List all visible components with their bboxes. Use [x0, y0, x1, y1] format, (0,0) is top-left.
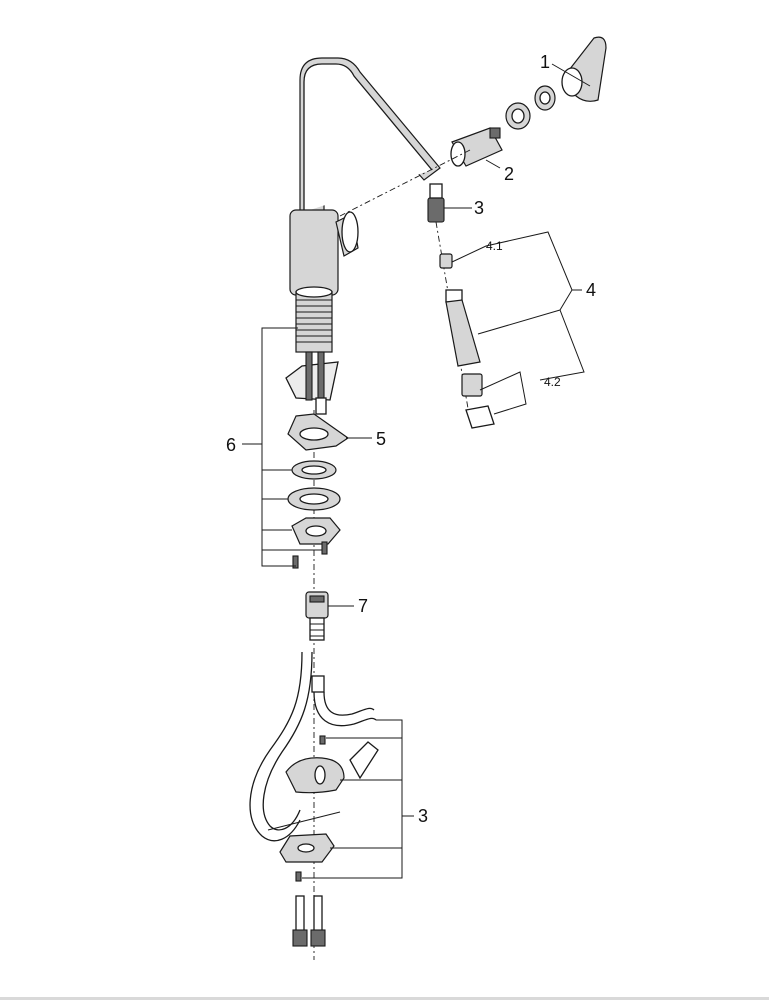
bracket-4 — [477, 309, 585, 381]
callout-4-1: 4.1 — [486, 239, 503, 253]
supply-tubes — [285, 351, 339, 415]
mounting-bracket — [287, 413, 350, 451]
bracket-3-tick-3 — [267, 811, 341, 831]
bracket-6 — [261, 327, 298, 567]
screw-left — [292, 555, 299, 569]
spray-head — [445, 289, 481, 367]
cartridge — [450, 127, 503, 167]
callout-6: 6 — [226, 435, 236, 455]
spray-tip — [439, 253, 453, 269]
hose-guide-block — [279, 833, 335, 882]
aerator-key — [465, 405, 495, 429]
callout-3-top: 3 — [474, 198, 484, 218]
leader-2 — [485, 159, 501, 169]
callout-4-2: 4.2 — [544, 375, 561, 389]
callout-7: 7 — [358, 596, 368, 616]
quick-connector — [305, 591, 329, 641]
bracket-4-2 — [479, 371, 527, 415]
supply-hoses-bottom — [292, 895, 326, 947]
bracket-4-1 — [451, 231, 573, 311]
callout-3-bottom: 3 — [418, 806, 428, 826]
bracket-3-bottom — [302, 719, 403, 879]
leader-1 — [551, 63, 591, 87]
callout-4: 4 — [586, 280, 596, 300]
cartridge-nut — [505, 102, 531, 130]
screw-right — [321, 541, 328, 555]
pullout-hose — [249, 651, 377, 842]
retaining-ring — [534, 85, 556, 111]
faucet-body — [289, 209, 359, 296]
flange-plate — [291, 517, 341, 545]
washer-upper — [291, 460, 337, 480]
callout-1: 1 — [540, 52, 550, 72]
hose-weight — [285, 735, 379, 794]
threaded-shank — [295, 286, 333, 353]
aerator — [461, 373, 483, 397]
hose-nut — [427, 183, 445, 223]
spout — [299, 57, 441, 216]
axis-line-cartridge — [339, 149, 471, 217]
callout-2: 2 — [504, 164, 514, 184]
callout-5: 5 — [376, 429, 386, 449]
lever-handle — [561, 36, 607, 102]
bottom-border — [0, 997, 769, 1000]
washer-lower — [287, 487, 341, 511]
